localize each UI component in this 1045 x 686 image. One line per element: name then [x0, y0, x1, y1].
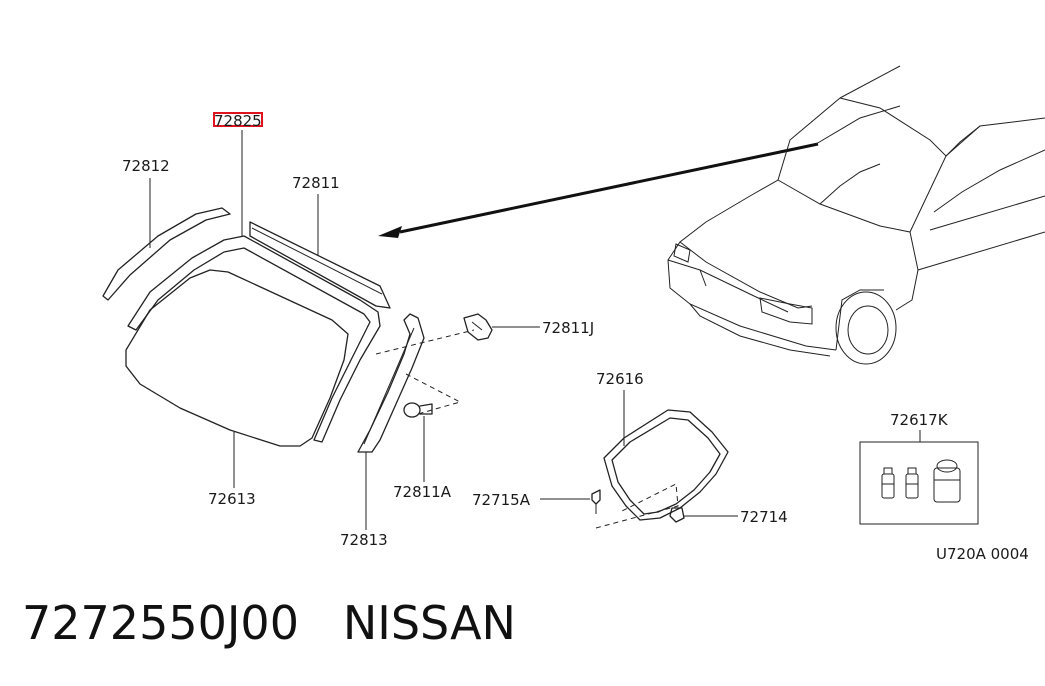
callout-72616[interactable]: 72616 [596, 370, 644, 388]
seal-72616-outer [603, 409, 729, 521]
callout-72825[interactable]: 72825 [214, 112, 262, 130]
assembly-guide-seal [595, 483, 679, 529]
seal-72616-inner [611, 417, 721, 515]
footer-part-line: 7272550J00 NISSAN [22, 596, 516, 650]
callout-72617K[interactable]: 72617K [890, 411, 949, 429]
clip-72811J [463, 313, 493, 341]
clip-72714 [669, 507, 685, 523]
strip-72811 [249, 221, 391, 309]
highlight-box [213, 112, 263, 127]
molding-72812 [102, 207, 231, 301]
callout-72613[interactable]: 72613 [208, 490, 256, 508]
molding-72825 [127, 235, 381, 443]
figure-code: U720A 0004 [936, 545, 1029, 563]
assembly-guide-lower [405, 373, 462, 415]
assembly-guide-upper [375, 329, 475, 355]
callout-72811J[interactable]: 72811J [542, 319, 594, 337]
part-number: 7272550J00 [22, 596, 299, 650]
callout-72811[interactable]: 72811 [292, 174, 340, 192]
fastener-72811A-shaft [419, 403, 433, 415]
pointer-arrow [399, 142, 819, 234]
callout-72715A[interactable]: 72715A [472, 491, 531, 509]
screw-72715A [591, 489, 601, 505]
side-molding-72813-inner [363, 327, 415, 445]
brand-name: NISSAN [342, 596, 516, 650]
strip-72811-inner [251, 227, 383, 295]
callout-72812[interactable]: 72812 [122, 157, 170, 175]
windshield-glass-72613 [125, 269, 349, 447]
side-molding-72813 [357, 313, 425, 453]
clip-72811J-tab [471, 321, 483, 331]
fastener-72811A-head [403, 402, 421, 418]
callout-72813[interactable]: 72813 [340, 531, 388, 549]
callout-72811A[interactable]: 72811A [393, 483, 452, 501]
kit-72617K-bottles [881, 459, 961, 503]
pointer-arrowhead [378, 226, 402, 238]
car-illustration [667, 65, 1045, 365]
footer-spacer [299, 596, 343, 650]
kit-72617K-box [859, 441, 979, 525]
callout-72714[interactable]: 72714 [740, 508, 788, 526]
